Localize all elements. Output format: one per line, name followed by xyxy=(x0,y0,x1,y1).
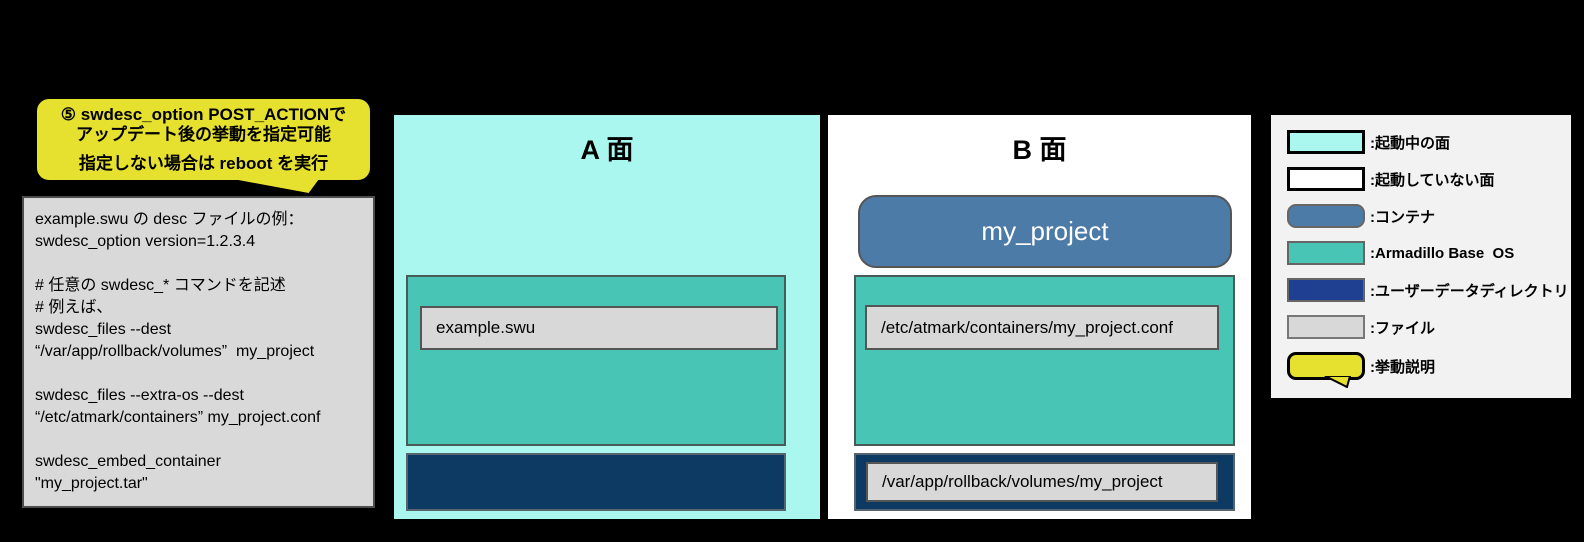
legend-panel: :起動中の面 :起動していない面 :コンテナ :Armadillo Base O… xyxy=(1271,115,1571,398)
file-swatch-icon xyxy=(1287,315,1365,339)
legend-row-inactive-bank: :起動していない面 xyxy=(1287,167,1571,191)
legend-row-container: :コンテナ xyxy=(1287,204,1571,228)
legend-row-file: :ファイル xyxy=(1287,315,1571,339)
code-line: swdesc_files --dest xyxy=(35,321,172,338)
active-bank-swatch-icon xyxy=(1287,130,1365,154)
code-line: “/var/app/rollback/volumes” my_project xyxy=(35,343,315,360)
bank-a-base-os-box: example.swu xyxy=(406,275,786,446)
bank-b-panel: B 面 my_project /etc/atmark/containers/my… xyxy=(826,113,1253,521)
bank-b-title: B 面 xyxy=(1012,135,1067,165)
code-line: # 例えば、 xyxy=(35,299,113,316)
legend-label: :挙動説明 xyxy=(1370,358,1435,376)
callout-tail xyxy=(233,179,319,193)
legend-row-behavior-note: :挙動説明 xyxy=(1287,352,1571,388)
legend-label: :起動中の面 xyxy=(1370,134,1450,152)
legend-row-user-data-dir: :ユーザーデータディレクトリ xyxy=(1287,278,1571,302)
base-os-swatch-icon xyxy=(1287,241,1365,265)
code-line: “/etc/atmark/containers” my_project.conf xyxy=(35,409,321,426)
container-swatch-icon xyxy=(1287,204,1365,228)
legend-row-active-bank: :起動中の面 xyxy=(1287,130,1571,154)
code-line xyxy=(35,429,373,451)
code-line: "my_project.tar" xyxy=(35,475,148,492)
behavior-note-tail xyxy=(1324,376,1352,388)
behavior-note-swatch-icon xyxy=(1287,352,1365,388)
code-line: swdesc_option version=1.2.3.4 xyxy=(35,233,256,250)
callout-line: アップデート後の挙動を指定可能 xyxy=(76,125,331,144)
code-line xyxy=(35,363,373,385)
legend-row-base-os: :Armadillo Base OS xyxy=(1287,241,1571,265)
callout-line xyxy=(37,145,370,154)
legend-label: :ユーザーデータディレクトリ xyxy=(1370,282,1569,300)
container-my-project: my_project xyxy=(858,195,1232,268)
callout-line: 指定しない場合は reboot を実行 xyxy=(78,154,329,173)
file-example-swu: example.swu xyxy=(420,306,778,350)
callout-line: ⑤ swdesc_option POST_ACTIONで xyxy=(60,105,347,124)
legend-label: :コンテナ xyxy=(1370,208,1435,226)
file-my-project-conf: /etc/atmark/containers/my_project.conf xyxy=(865,305,1219,350)
code-line: swdesc_files --extra-os --dest xyxy=(35,387,244,404)
bank-b-user-data-dir-box: /var/app/rollback/volumes/my_project xyxy=(854,453,1235,511)
bank-b-base-os-box: /etc/atmark/containers/my_project.conf xyxy=(854,275,1235,446)
file-rollback-volume: /var/app/rollback/volumes/my_project xyxy=(866,462,1218,502)
desc-file-example-box: example.swu の desc ファイルの例： swdesc_option… xyxy=(22,196,375,508)
legend-label: :Armadillo Base OS xyxy=(1370,244,1515,262)
bank-a-panel: A 面 example.swu xyxy=(392,113,822,521)
legend-label: :ファイル xyxy=(1370,319,1435,337)
code-line: swdesc_embed_container xyxy=(35,453,221,470)
legend-label: :起動していない面 xyxy=(1370,171,1495,189)
code-line: # 任意の swdesc_* コマンドを記述 xyxy=(35,277,286,294)
code-line: example.swu の desc ファイルの例： xyxy=(35,211,304,228)
post-action-callout: ⑤ swdesc_option POST_ACTIONで アップデート後の挙動を… xyxy=(35,97,372,193)
inactive-bank-swatch-icon xyxy=(1287,167,1365,191)
code-line xyxy=(35,253,373,275)
bank-a-user-data-dir-box xyxy=(406,453,786,511)
user-data-dir-swatch-icon xyxy=(1287,278,1365,302)
bank-a-title: A 面 xyxy=(580,135,634,165)
